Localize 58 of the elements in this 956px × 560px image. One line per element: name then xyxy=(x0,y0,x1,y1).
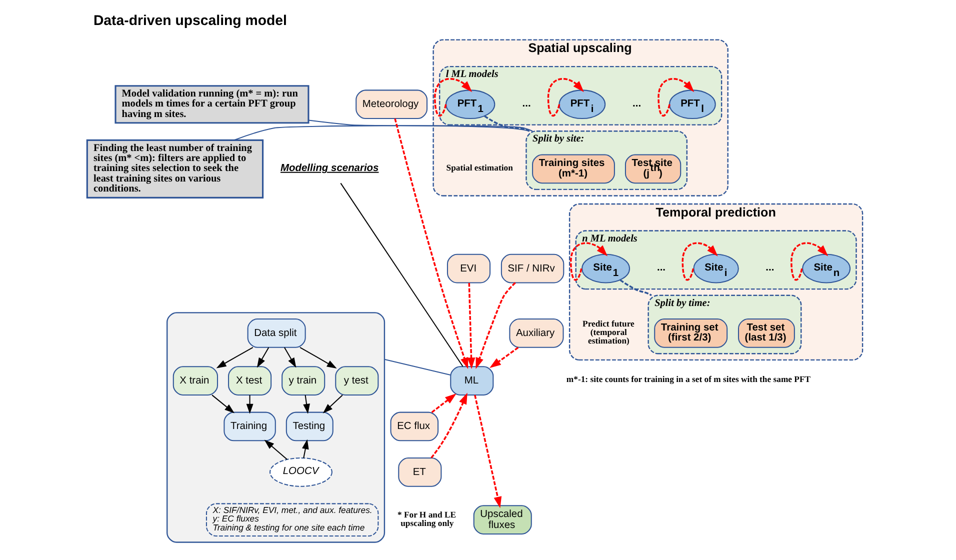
connector xyxy=(340,182,464,367)
node-label: * For H and LE upscaling only xyxy=(397,509,456,528)
arrow xyxy=(474,394,502,508)
label: m*-1: site counts for training in a set of m sites with the same PFT xyxy=(566,374,811,384)
node-box: Finding the least number of training sites (m* <m): filters are applied to training sites selection to seek the least training sites on various conditions. xyxy=(86,139,264,198)
node-box: X: SIF/NIRv, EVI, met., and aux. features. y: EC fluxes Training & testing for one site each time xyxy=(206,503,379,536)
arrow xyxy=(476,282,516,370)
node-box: Test set (last 1/3) xyxy=(738,318,795,348)
arrow xyxy=(256,347,270,368)
node-label: Predict future (temporal estimation) xyxy=(582,318,634,346)
node-box: Testing xyxy=(286,412,334,442)
node-box: ML xyxy=(450,366,494,396)
arrow xyxy=(322,394,343,414)
node-box: Data split xyxy=(247,318,306,348)
diagram-title: Data-driven upscaling model xyxy=(93,13,287,30)
node-box: Training xyxy=(224,412,276,442)
arrow xyxy=(284,347,296,368)
connector xyxy=(308,120,530,132)
arrow xyxy=(431,393,456,413)
node-box: Upscaled fluxes xyxy=(473,505,532,535)
cluster xyxy=(166,312,386,543)
node-box: Training sites (m*-1) xyxy=(532,154,615,184)
arrow xyxy=(264,440,288,460)
node-box: X test xyxy=(228,366,272,396)
label: ... xyxy=(632,98,642,110)
arrow xyxy=(658,78,694,116)
arrow xyxy=(216,346,254,368)
arrow xyxy=(467,282,476,369)
arrow xyxy=(302,439,309,458)
label: ... xyxy=(766,262,774,274)
arrow xyxy=(303,395,310,414)
node-box: Meteorology xyxy=(356,90,428,120)
node-box: ET xyxy=(398,457,442,487)
node-label: Spatial estimation xyxy=(446,162,513,172)
arrow xyxy=(300,346,337,369)
node-ellipse: LOOCV xyxy=(270,457,332,487)
connector xyxy=(234,125,533,141)
node-box: EC flux xyxy=(390,412,439,442)
connector xyxy=(620,279,652,296)
connector xyxy=(384,358,451,376)
node-box: y test xyxy=(335,366,379,396)
node-box: Training set (first 2/3) xyxy=(654,318,728,348)
label: ... xyxy=(656,262,666,274)
arrow xyxy=(430,392,468,458)
connector xyxy=(484,115,530,132)
node-box: Model validation running (m* = m): run models m times for a certain PFT group having m sites. xyxy=(114,85,310,124)
arrow xyxy=(434,78,472,116)
node-text: Modelling scenarios xyxy=(280,162,379,174)
node-box: EVI xyxy=(446,254,491,284)
node-box: Auxiliary xyxy=(509,318,564,348)
node-box: X train xyxy=(172,366,218,396)
node-box: y train xyxy=(282,366,326,396)
arrow xyxy=(246,395,254,414)
arrow xyxy=(212,394,234,414)
arrow xyxy=(394,118,468,370)
node-box: SIF / NIRv xyxy=(500,254,564,284)
label: ... xyxy=(522,98,531,110)
arrow xyxy=(490,346,519,368)
